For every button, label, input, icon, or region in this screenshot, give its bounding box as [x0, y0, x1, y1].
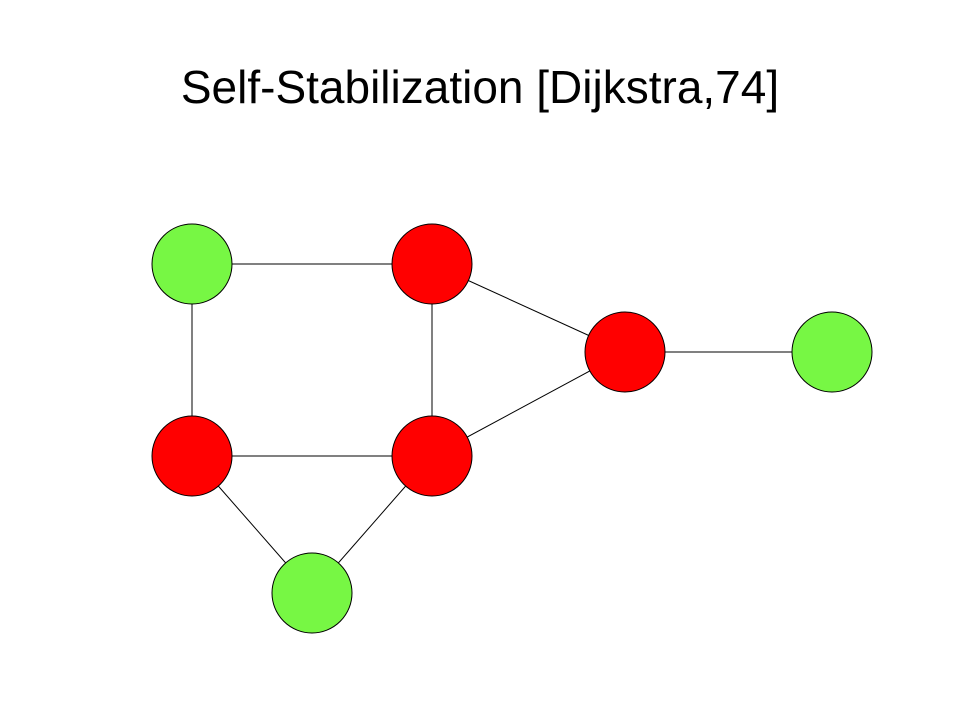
node-n5-red: [151, 415, 233, 497]
node-n1-green: [151, 223, 233, 305]
slide-title: Self-Stabilization [Dijkstra,74]: [180, 61, 780, 113]
nodes-layer: [151, 223, 873, 634]
node-n7-green: [271, 552, 353, 634]
node-n2-red: [391, 223, 473, 305]
node-n6-red: [391, 415, 473, 497]
node-n4-green: [791, 311, 873, 393]
node-n3-red: [584, 311, 666, 393]
edges-layer: [191, 263, 832, 594]
